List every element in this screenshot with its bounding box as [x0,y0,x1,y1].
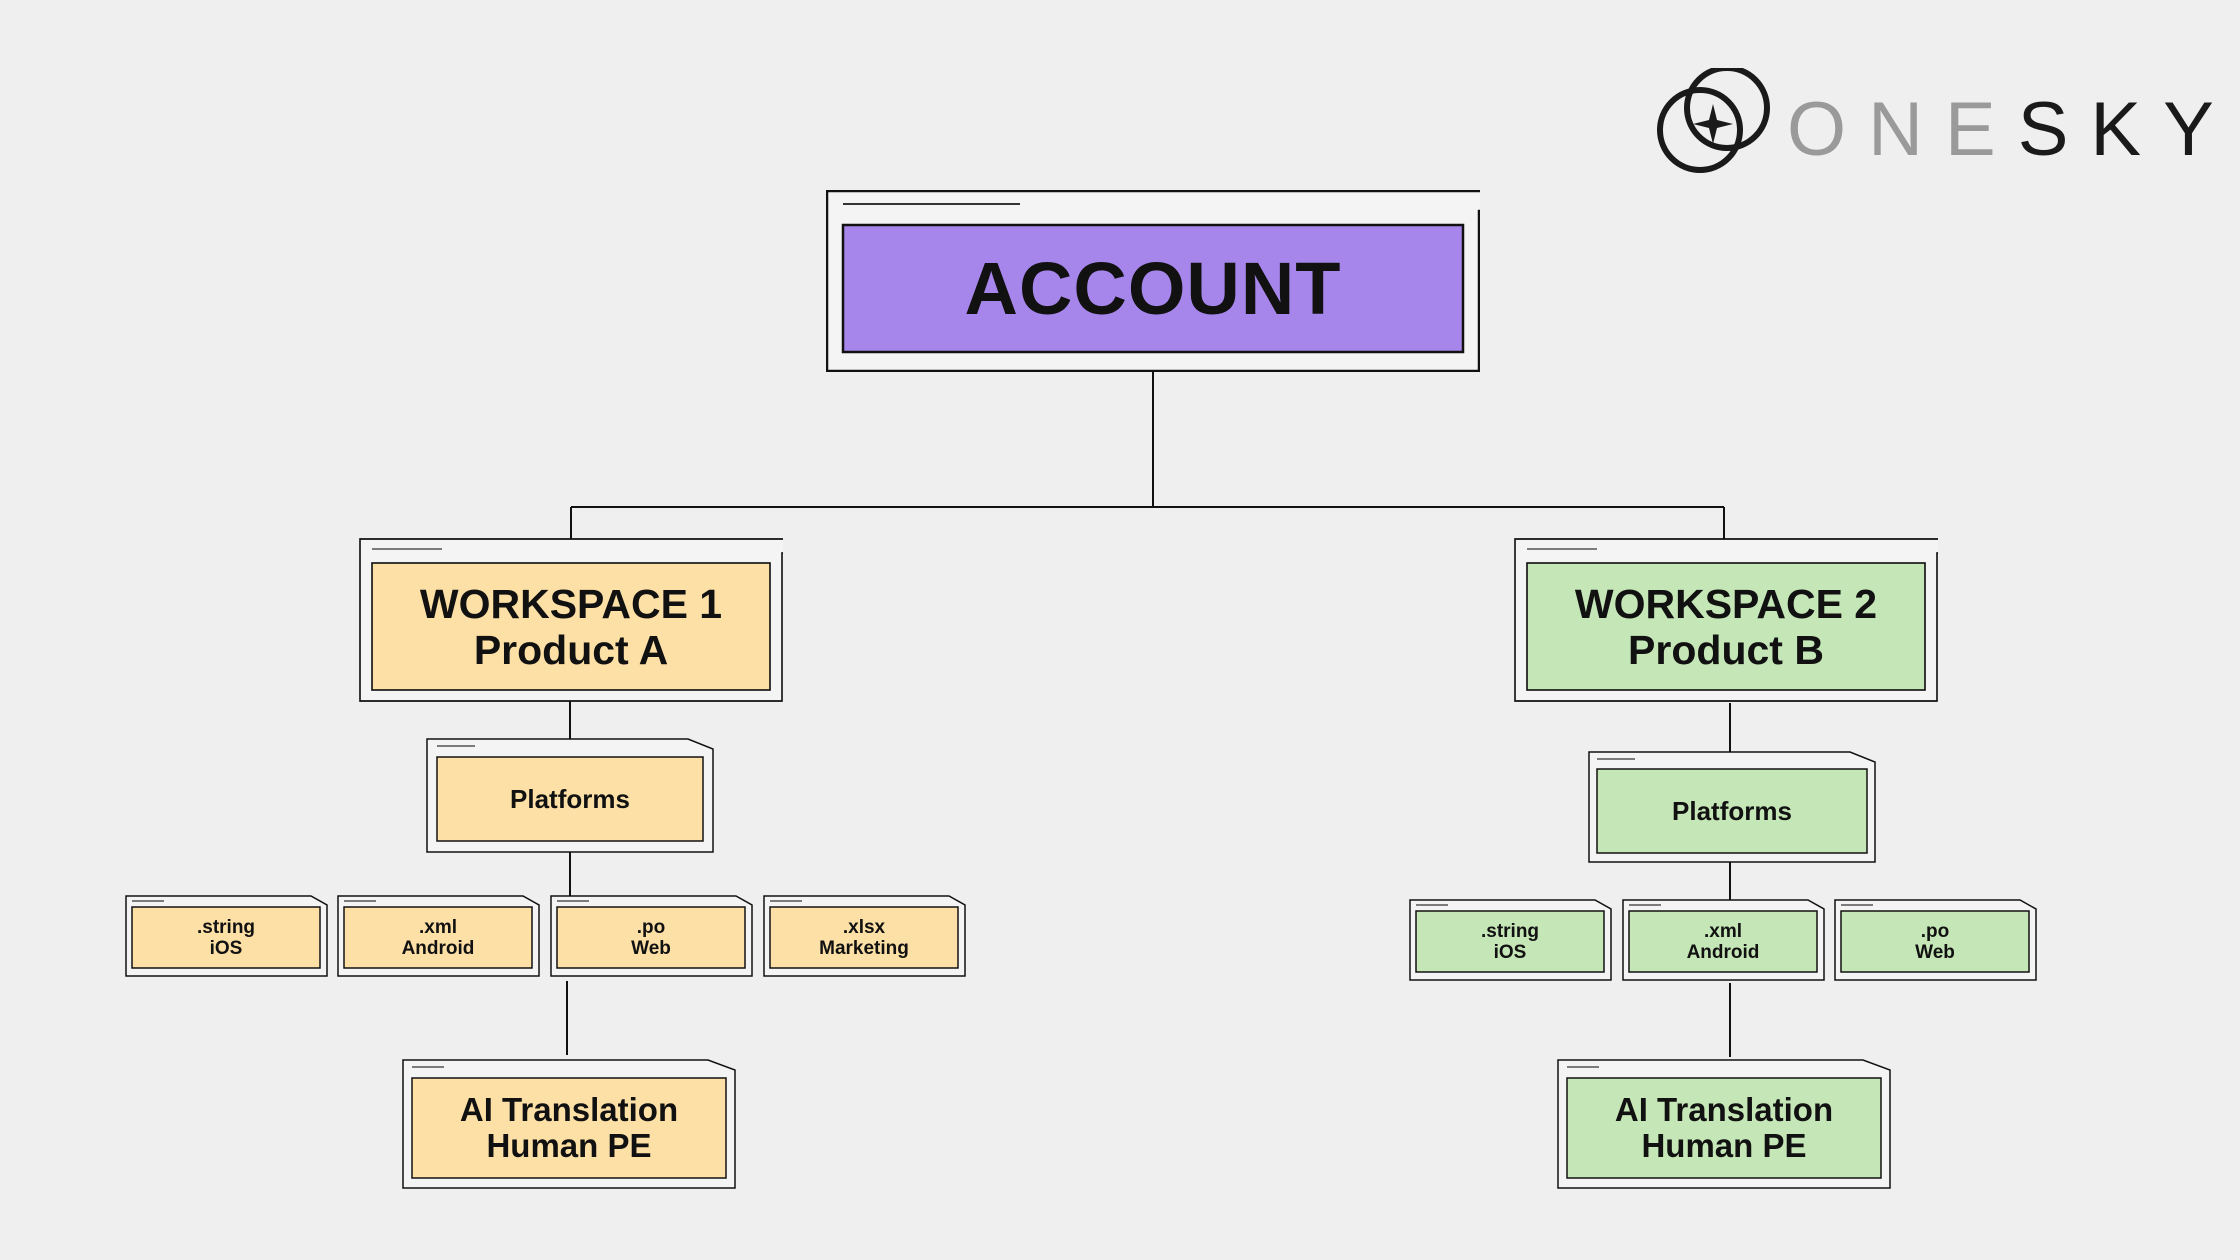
workspace-1-process-node: AI Translation Human PE [402,1059,736,1189]
workspace-2-platforms-label: Platforms [1597,769,1867,853]
workspace-1-title: WORKSPACE 1 [419,580,723,627]
workspace-2-file-web: .po Web [1834,899,2037,981]
document-frame [826,190,1480,372]
document-frame [359,538,783,702]
file-ios-label: .string iOS [132,907,320,968]
document-frame [1622,899,1825,981]
file-marketing-platform: Marketing [819,937,909,959]
frame-fill [556,906,746,969]
document-frame [550,895,753,977]
document-frame [402,1059,736,1189]
workspace-2-platforms-title: Platforms [1672,795,1792,826]
document-frame [337,895,540,977]
workspace-1-file-ios: .string iOS [125,895,328,977]
frame-fill [1596,768,1868,854]
workspace-1-process-label: AI Translation Human PE [412,1078,726,1178]
file-android-2-platform: Android [1686,941,1760,963]
logo-wordmark-dark: SKY [2017,87,2236,172]
process-2-line1: AI Translation [1614,1091,1834,1128]
onesky-logo: ONESKY [1653,68,2214,188]
workspace-2-file-ios: .string iOS [1409,899,1612,981]
frame-fill [1840,910,2030,973]
workspace-1-subtitle: Product A [473,626,669,673]
file-ios-platform: iOS [209,937,243,959]
frame-fill [841,223,1465,354]
document-frame [1834,899,2037,981]
document-frame [763,895,966,977]
file-ios-ext: .string [196,916,256,938]
file-web-ext: .po [636,916,666,938]
workspace-2-file-android: .xml Android [1622,899,1825,981]
file-ios-2-platform: iOS [1493,941,1527,963]
workspace-2-subtitle: Product B [1628,626,1824,673]
process-1-line1: AI Translation [459,1091,679,1128]
file-web-platform: Web [631,937,671,959]
file-marketing-label: .xlsx Marketing [770,907,958,968]
process-2-line2: Human PE [1641,1127,1807,1164]
file-web-label: .po Web [557,907,745,968]
frame-fill [769,906,959,969]
frame-fill [131,906,321,969]
frame-fill [1566,1077,1882,1179]
workspace-1-file-android: .xml Android [337,895,540,977]
file-ios-2-ext: .string [1480,920,1540,942]
workspace-2-process-label: AI Translation Human PE [1567,1078,1881,1178]
workspace-1-node: WORKSPACE 1 Product A [359,538,783,702]
frame-fill [343,906,533,969]
workspace-1-file-web: .po Web [550,895,753,977]
frame-fill [1415,910,1605,973]
workspace-2-platforms-node: Platforms [1588,751,1876,863]
workspace-1-platforms-title: Platforms [510,783,630,814]
frame-fill [1628,910,1818,973]
document-frame [1409,899,1612,981]
frame-fill [436,756,704,842]
file-web-2-platform: Web [1915,941,1955,963]
account-node: ACCOUNT [826,190,1480,372]
file-marketing-ext: .xlsx [842,916,886,938]
account-label: ACCOUNT [843,225,1463,352]
file-android-ext: .xml [418,916,458,938]
document-frame [1557,1059,1891,1189]
process-1-line2: Human PE [486,1127,652,1164]
file-android-2-ext: .xml [1703,920,1743,942]
workspace-1-label: WORKSPACE 1 Product A [372,563,770,690]
workspace-2-label: WORKSPACE 2 Product B [1527,563,1925,690]
frame-fill [371,562,771,691]
file-web-2-ext: .po [1920,920,1950,942]
file-android-platform: Android [401,937,475,959]
workspace-2-process-node: AI Translation Human PE [1557,1059,1891,1189]
workspace-1-platforms-node: Platforms [426,738,714,853]
workspace-2-node: WORKSPACE 2 Product B [1514,538,1938,702]
file-android-2-label: .xml Android [1629,911,1817,972]
file-android-label: .xml Android [344,907,532,968]
document-frame [426,738,714,853]
frame-fill [1526,562,1926,691]
logo-wordmark-light: ONE [1787,87,2018,172]
file-web-2-label: .po Web [1841,911,2029,972]
workspace-1-platforms-label: Platforms [437,757,703,841]
interlocked-rings-icon [1657,68,1770,173]
document-frame [125,895,328,977]
logo-wordmark: ONESKY [1787,92,2236,168]
workspace-2-title: WORKSPACE 2 [1574,580,1878,627]
document-frame [1588,751,1876,863]
frame-fill [411,1077,727,1179]
file-ios-2-label: .string iOS [1416,911,1604,972]
workspace-1-file-marketing: .xlsx Marketing [763,895,966,977]
account-title: ACCOUNT [964,247,1342,330]
document-frame [1514,538,1938,702]
